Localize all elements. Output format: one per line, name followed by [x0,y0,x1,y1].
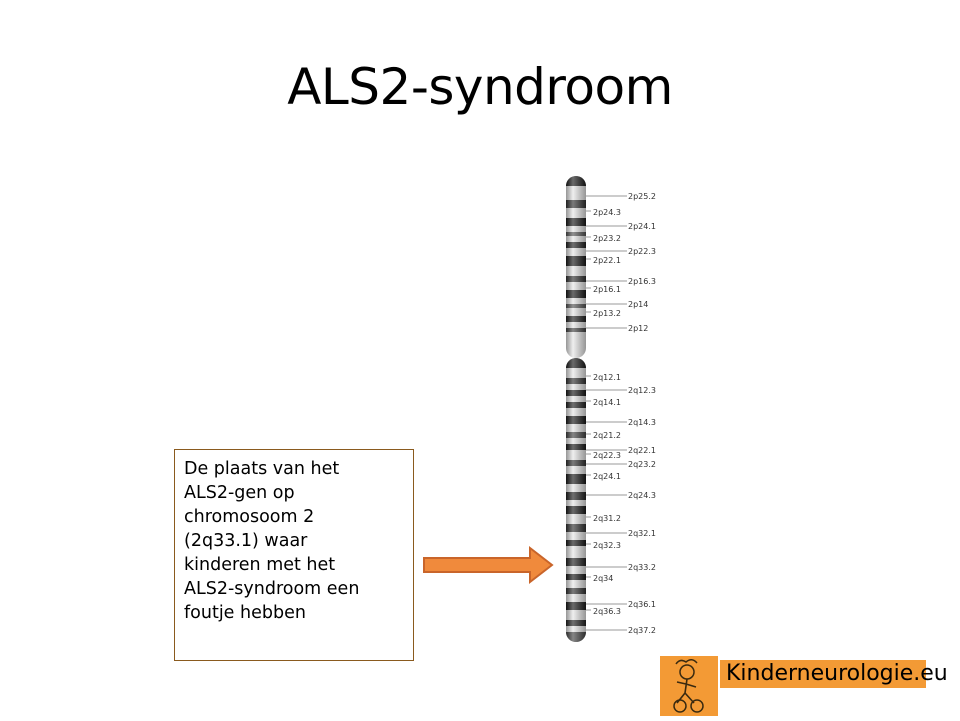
band-label: 2p12 [628,324,648,333]
band-label: 2p22.1 [593,256,621,265]
band-label: 2q12.3 [628,386,656,395]
arrow-shape [423,545,554,585]
band-label: 2q23.2 [628,460,656,469]
pointer-arrow-icon [423,545,554,585]
q-arm-shade [566,358,586,642]
band-label: 2q34 [593,574,613,583]
band-label: 2q33.2 [628,563,656,572]
slide-title: ALS2-syndroom [287,58,673,116]
band-label: 2q31.2 [593,514,621,523]
callout-line: (2q33.1) waar [184,531,308,551]
band-label: 2q36.1 [628,600,656,609]
band-label: 2p24.3 [593,208,621,217]
band-label: 2q12.1 [593,373,621,382]
band-label: 2q36.3 [593,607,621,616]
band-label: 2p22.3 [628,247,656,256]
callout-line: De plaats van het [184,459,340,479]
band-label: 2p25.2 [628,192,656,201]
band-label: 2q32.3 [593,541,621,550]
band-label: 2q32.1 [628,529,656,538]
callout-line: ALS2-syndroom een [184,579,360,599]
callout-box: De plaats van het ALS2-gen op chromosoom… [174,449,414,661]
band-label: 2p16.1 [593,285,621,294]
band-label: 2p23.2 [593,234,621,243]
chromosome-2-ideogram: 2p25.2 2p24.1 2p22.3 2p16.3 2p14 2p12 2q12.3 2q… [566,176,656,642]
p-arm-shade [566,176,586,358]
band-label: 2p13.2 [593,309,621,318]
callout-line: ALS2-gen op [184,483,295,503]
child-figure-icon [673,659,704,713]
band-label: 2p16.3 [628,277,656,286]
band-label: 2q22.1 [628,446,656,455]
band-label: 2q22.3 [593,451,621,460]
band-label: 2p14 [628,300,648,309]
callout-line: kinderen met het [184,555,336,575]
band-label: 2q14.1 [593,398,621,407]
band-label: 2p24.1 [628,222,656,231]
band-label: 2q37.2 [628,626,656,635]
kinderneurologie-logo [660,656,718,716]
band-label: 2q21.2 [593,431,621,440]
callout-line: foutje hebben [184,603,306,623]
callout-line: chromosoom 2 [184,507,315,527]
brand-label: Kinderneurologie.eu [720,660,948,688]
band-label: 2q24.1 [593,472,621,481]
band-label: 2q24.3 [628,491,656,500]
band-label: 2q14.3 [628,418,656,427]
